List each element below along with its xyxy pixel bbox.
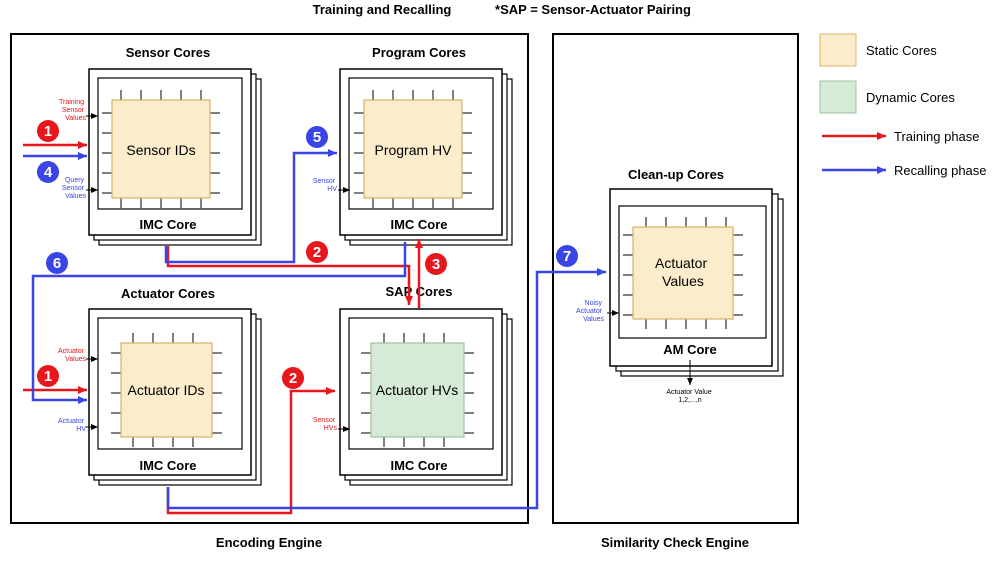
- svg-text:1: 1: [44, 123, 52, 140]
- step-badge-2-sensor: 2: [306, 241, 328, 263]
- step-badge-6: 6: [46, 252, 68, 274]
- svg-text:1: 1: [44, 368, 52, 385]
- cleanup-actuator-values-block: [632, 226, 734, 320]
- actuator-value-output-label: Actuator Value 1,2,...,n: [666, 389, 713, 404]
- encoding-engine-frame: [10, 33, 529, 524]
- legend-dynamic-label: Dynamic Cores: [866, 90, 955, 105]
- sap-core: SAP Cores Actuator HVs IMC Core Sensor H…: [313, 284, 513, 486]
- actuator-core: Actuator Cores Actuator IDs IMC Core Act…: [58, 286, 262, 486]
- recalling-program-to-actuator: [31, 242, 407, 404]
- svg-text:7: 7: [563, 248, 571, 265]
- legend-recalling-label: Recalling phase: [894, 163, 987, 178]
- svg-text:3: 3: [432, 256, 440, 273]
- actuator-values-label: Actuator Values: [58, 348, 87, 363]
- training-sensor-values-label: Training Sensor Values: [59, 99, 86, 122]
- sensor-core: Sensor Cores Sensor IDs IMC Core Trainin…: [59, 45, 262, 246]
- program-core: Program Cores Program HV IMC Core Sensor…: [313, 45, 513, 246]
- actuator-hvs-block: [370, 342, 465, 438]
- step-badge-3: 3: [425, 253, 447, 275]
- sap-footnote: *SAP = Sensor-Actuator Pairing: [495, 2, 691, 17]
- svg-text:4: 4: [44, 164, 53, 181]
- recalling-flows: [23, 149, 606, 510]
- svg-text:5: 5: [313, 129, 321, 146]
- svg-text:2: 2: [313, 244, 321, 261]
- actuator-imc-label: IMC Core: [139, 458, 196, 473]
- legend-training-label: Training phase: [894, 129, 980, 144]
- step-badge-4: 4: [37, 161, 59, 183]
- legend: Static Cores Dynamic Cores Training phas…: [819, 33, 987, 178]
- svg-text:2: 2: [289, 370, 297, 387]
- program-sensor-hv-label: Sensor HV: [313, 178, 337, 193]
- cleanup-cores-title: Clean-up Cores: [628, 167, 724, 182]
- actuator-hv-label: Actuator HV: [58, 418, 86, 433]
- similarity-engine-label: Similarity Check Engine: [601, 535, 749, 550]
- sensor-ids-label: Sensor IDs: [126, 142, 195, 158]
- step-badges: 1 1 2 2 3 4 5 6: [37, 120, 578, 389]
- program-hv-label: Program HV: [374, 142, 452, 158]
- cleanup-actuator-values-label: Actuator Values: [655, 255, 711, 289]
- sensor-imc-label: IMC Core: [139, 217, 196, 232]
- program-cores-title: Program Cores: [372, 45, 466, 60]
- step-badge-1-sensor: 1: [37, 120, 59, 142]
- am-core-label: AM Core: [663, 342, 716, 357]
- query-sensor-values-label: Query Sensor Values: [62, 177, 87, 200]
- recalling-sensor-to-program: [164, 149, 337, 264]
- sensor-ids-block: [111, 99, 211, 199]
- actuator-ids-block: [120, 342, 213, 438]
- cleanup-core: Clean-up Cores Actuator Values AM Core N…: [576, 167, 784, 404]
- program-imc-label: IMC Core: [390, 217, 447, 232]
- actuator-hvs-label: Actuator HVs: [376, 382, 458, 398]
- sensor-cores-title: Sensor Cores: [126, 45, 211, 60]
- actuator-cores-title: Actuator Cores: [121, 286, 215, 301]
- encoding-engine-label: Encoding Engine: [216, 535, 322, 550]
- legend-static-label: Static Cores: [866, 43, 937, 58]
- step-badge-1-actuator: 1: [37, 365, 59, 387]
- legend-static-swatch: [819, 33, 857, 67]
- similarity-engine-frame: [552, 33, 799, 524]
- recalling-actuator-to-cleanup: [166, 268, 606, 510]
- program-hv-block: [363, 99, 463, 199]
- step-badge-7: 7: [556, 245, 578, 267]
- noisy-actuator-values-label: Noisy Actuator Values: [576, 300, 605, 323]
- svg-text:6: 6: [53, 255, 61, 272]
- step-badge-2-actuator: 2: [282, 367, 304, 389]
- sap-imc-label: IMC Core: [390, 458, 447, 473]
- step-badge-5: 5: [306, 126, 328, 148]
- legend-dynamic-swatch: [819, 80, 857, 114]
- actuator-ids-label: Actuator IDs: [127, 382, 204, 398]
- training-sensor-to-sap: [166, 246, 413, 305]
- top-title: Training and Recalling: [313, 2, 452, 17]
- sap-sensor-hvs-label: Sensor HVs: [313, 417, 338, 432]
